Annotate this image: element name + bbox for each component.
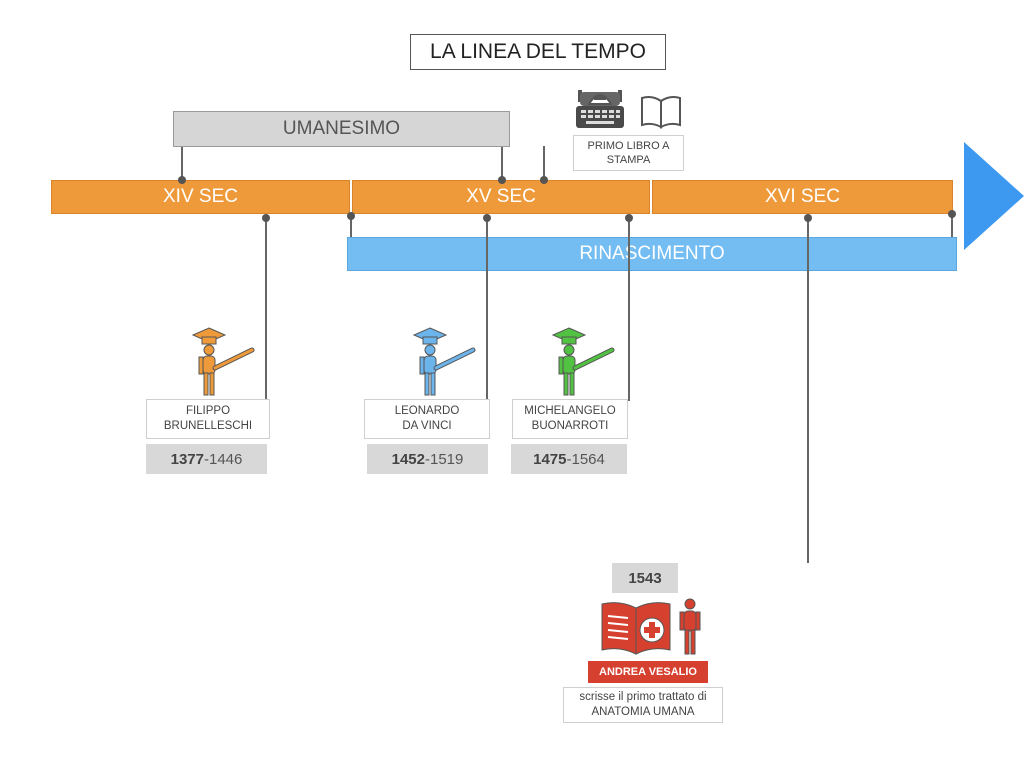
- anatomy-book-icon: [600, 600, 672, 656]
- umanesimo-left-dot: [178, 176, 186, 184]
- brunelleschi-line: [265, 218, 267, 401]
- birth-year: 1452: [391, 450, 425, 468]
- person-dates-michelangelo: 1475-1564: [511, 444, 627, 474]
- leonardo-line: [486, 218, 488, 401]
- umanesimo-right-dot: [498, 176, 506, 184]
- vesalio-dot: [804, 214, 812, 222]
- person-dates-brunelleschi: 1377-1446: [146, 444, 267, 474]
- death-year: -1564: [566, 450, 605, 468]
- rinascimento-left-dot: [347, 212, 355, 220]
- brunelleschi-dot: [262, 214, 270, 222]
- person-name-leonardo: LEONARDO DA VINCI: [364, 399, 490, 439]
- rinascimento-left-connector: [350, 214, 352, 238]
- person-icon: [678, 598, 702, 656]
- century-bar-xiv: XIV SEC: [51, 180, 350, 214]
- death-year: -1519: [425, 450, 464, 468]
- printing-marker-dot: [540, 176, 548, 184]
- umanesimo-left-connector: [181, 146, 183, 180]
- person-name-michelangelo: MICHELANGELO BUONARROTI: [512, 399, 628, 439]
- scholar-icon: [191, 326, 258, 398]
- umanesimo-period: UMANESIMO: [173, 111, 510, 147]
- printing-marker-line: [543, 146, 545, 180]
- century-bar-xvi: XVI SEC: [652, 180, 953, 214]
- typewriter-icon: [572, 84, 628, 130]
- rinascimento-right-connector: [951, 214, 953, 238]
- person-name-brunelleschi: FILIPPO BRUNELLESCHI: [146, 399, 270, 439]
- death-year: -1446: [204, 450, 243, 468]
- timeline-arrow-icon: [952, 140, 1024, 252]
- open-book-icon: [640, 95, 682, 129]
- michelangelo-dot: [625, 214, 633, 222]
- scholar-icon: [551, 326, 618, 398]
- century-bar-xv: XV SEC: [352, 180, 650, 214]
- leonardo-dot: [483, 214, 491, 222]
- page-title: LA LINEA DEL TEMPO: [410, 34, 666, 70]
- umanesimo-right-connector: [501, 146, 503, 180]
- vesalio-description: scrisse il primo trattato di ANATOMIA UM…: [563, 687, 723, 723]
- vesalio-year: 1543: [612, 563, 678, 593]
- vesalio-name: ANDREA VESALIO: [588, 661, 708, 683]
- rinascimento-right-dot: [948, 210, 956, 218]
- birth-year: 1475: [533, 450, 567, 468]
- person-dates-leonardo: 1452-1519: [367, 444, 488, 474]
- michelangelo-line: [628, 218, 630, 401]
- rinascimento-period: RINASCIMENTO: [347, 237, 957, 271]
- scholar-icon: [412, 326, 479, 398]
- birth-year: 1377: [170, 450, 204, 468]
- printing-label: PRIMO LIBRO A STAMPA: [573, 135, 684, 171]
- vesalio-line: [807, 218, 809, 563]
